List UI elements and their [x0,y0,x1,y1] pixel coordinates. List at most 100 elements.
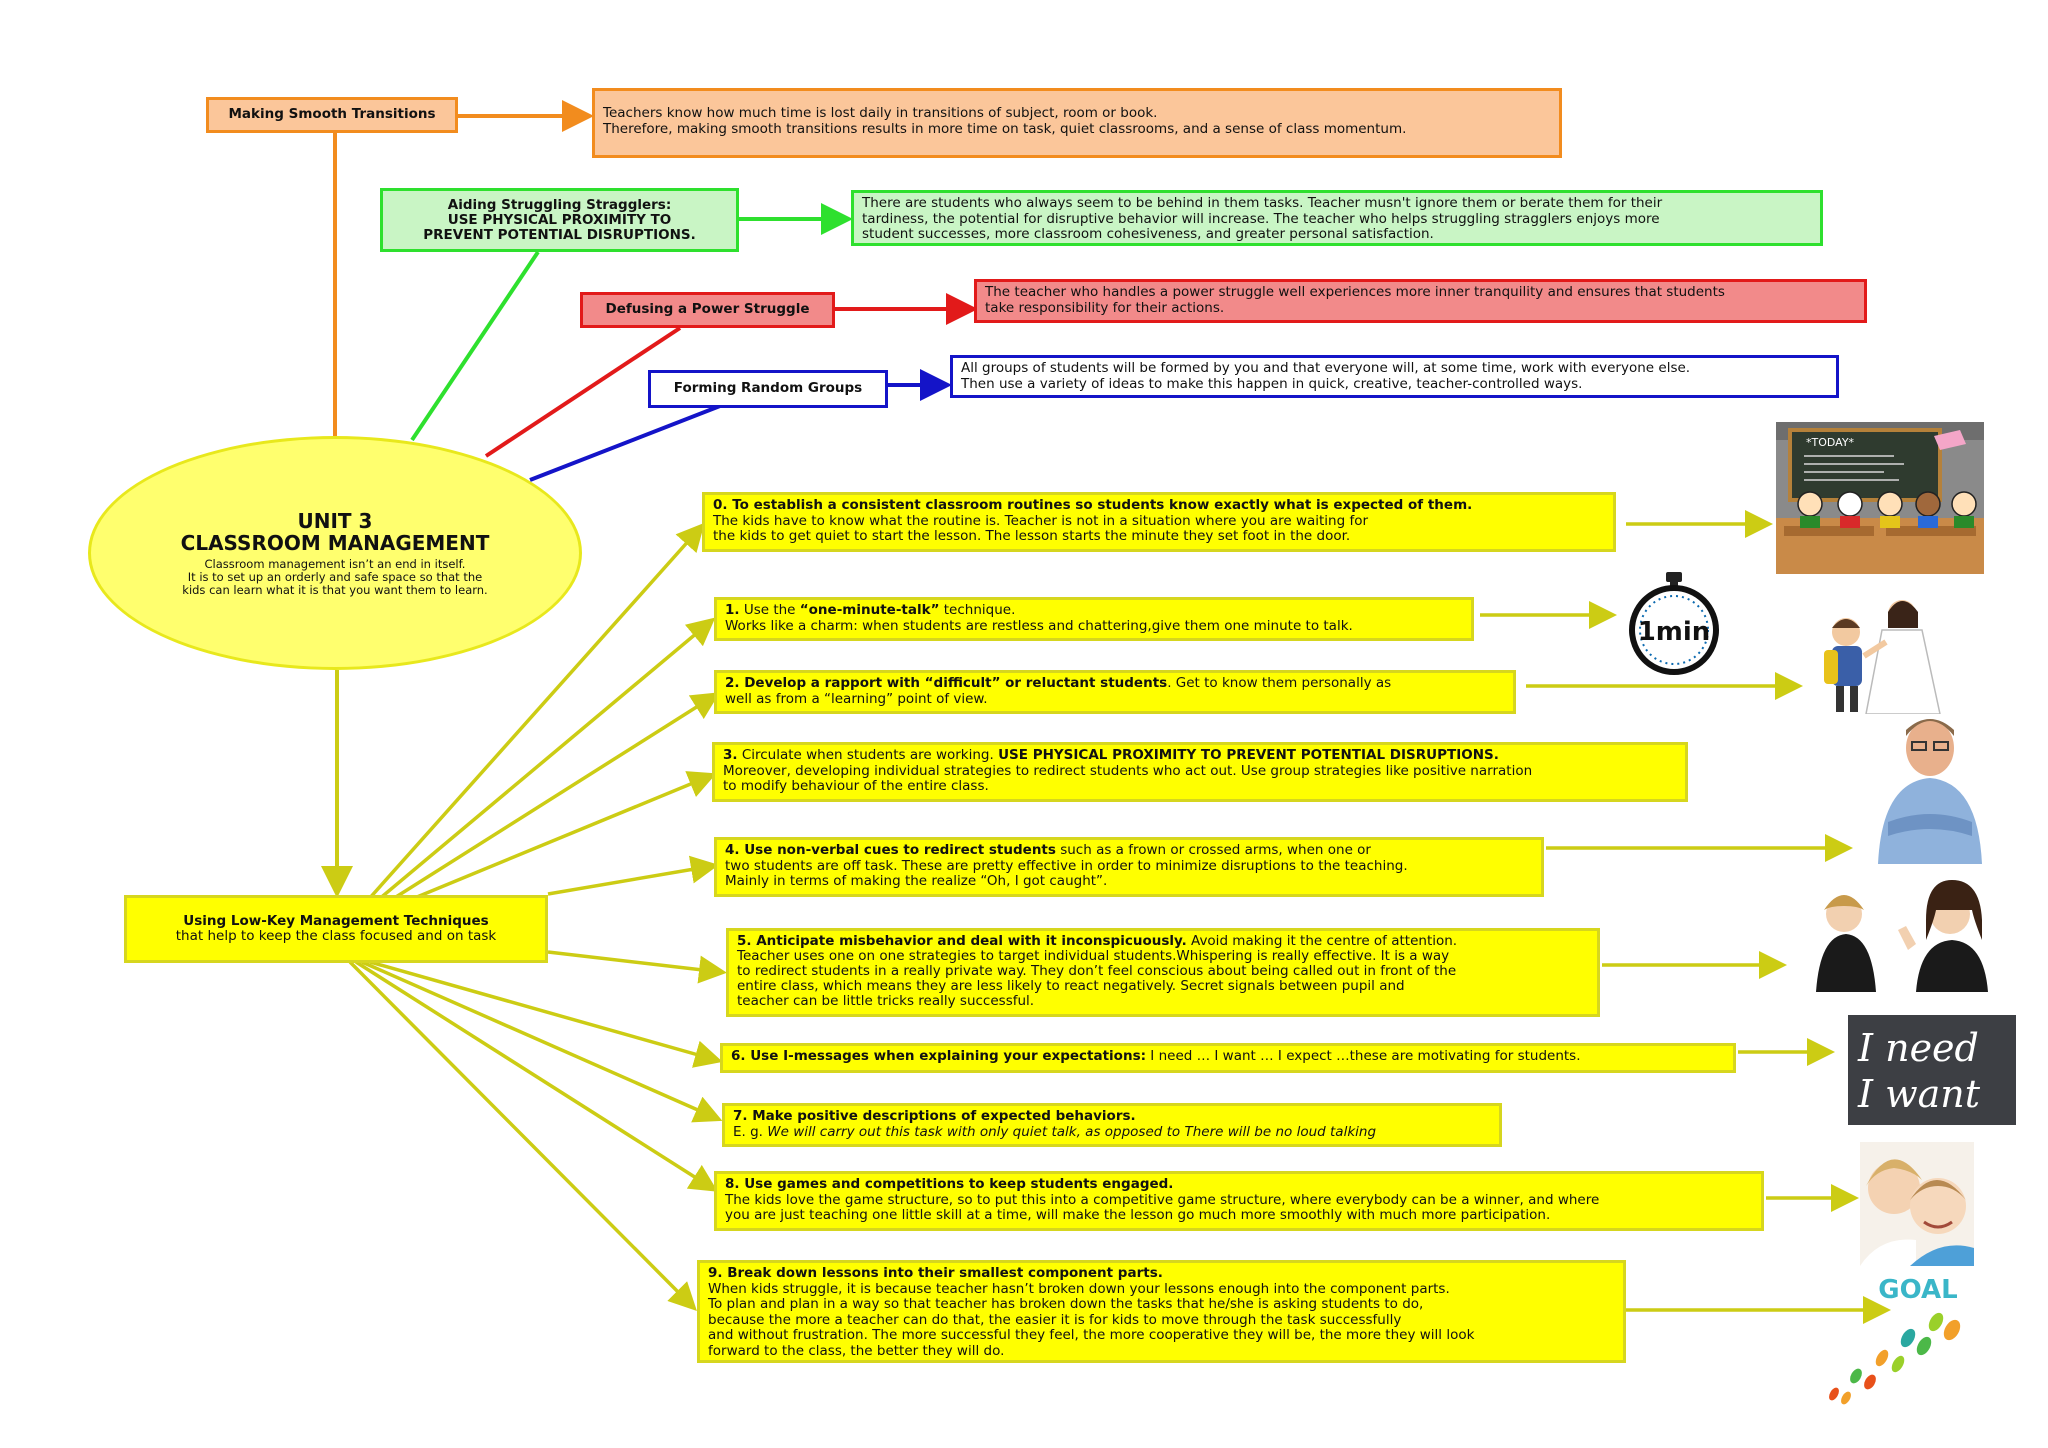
technique-5: 5. Anticipate misbehavior and deal with … [726,928,1600,1017]
technique-4-line1: 4. Use non-verbal cues to redirect stude… [725,842,1533,859]
fan-line-3 [399,771,717,906]
technique-1-number: 1. [725,602,740,618]
desc-stragglers: There are students who always seem to be… [851,190,1823,246]
technique-1-title: “one-minute-talk” [799,602,940,618]
technique-8-line3: you are just teaching one little skill a… [725,1207,1551,1223]
technique-9-line6: forward to the class, the better they wi… [708,1342,1005,1359]
technique-9: 9. Break down lessons into their smalles… [697,1260,1626,1363]
line-center-groups [529,404,721,482]
desc-transitions: Teachers know how much time is lost dail… [592,88,1562,158]
desc-stragglers-line2: tardiness, the potential for disruptive … [862,210,1660,227]
desc-stragglers-line1: There are students who always seem to be… [862,195,1663,211]
technique-0-line2: The kids have to know what the routine i… [713,512,1369,529]
technique-3-number: 3. [723,747,738,763]
technique-0-line3: the kids to get quiet to start the lesso… [713,528,1351,544]
desc-power: The teacher who handles a power struggle… [974,279,1867,323]
technique-4-line2: two students are off task. These are pre… [725,857,1408,874]
sign-line1: I need [1858,1026,1979,1070]
technique-7-title: 7. Make positive descriptions of expecte… [733,1108,1136,1124]
technique-7-line2: E. g. We will carry out this task with o… [733,1123,1491,1141]
technique-1-line2: Works like a charm: when students are re… [725,617,1353,634]
technique-9-title: 9. Break down lessons into their smalles… [708,1265,1163,1281]
center-desc-line1: Classroom management isn’t an end in its… [204,556,466,571]
technique-3-line2: Moreover, developing individual strategi… [723,762,1533,779]
technique-5-line1: 5. Anticipate misbehavior and deal with … [737,934,1589,949]
technique-7-eg: E. g. [733,1123,768,1140]
desc-groups-line2: Then use a variety of ideas to make this… [961,375,1583,392]
fan-line-4 [547,855,719,896]
technique-8-title: 8. Use games and competitions to keep st… [725,1176,1174,1192]
technique-1: 1. Use the “one-minute-talk” technique. … [714,597,1474,641]
fan-line-0 [366,522,705,902]
technique-3-line1: 3. Circulate when students are working. … [723,747,1677,764]
fan-line-9 [348,960,697,1311]
branch-lowkey-label-line2: that help to keep the class focused and … [175,928,497,944]
technique-2: 2. Develop a rapport with “difficult” or… [714,670,1516,714]
i-need-i-want-sign: I need I want [1848,1015,2016,1125]
technique-5-post: Avoid making it the centre of attention. [1186,933,1458,949]
desc-groups-line1: All groups of students will be formed by… [961,360,1691,376]
desc-stragglers-line3: student successes, more classroom cohesi… [862,226,1434,242]
technique-9-line4: because the more a teacher can do that, … [708,1311,1402,1328]
technique-4: 4. Use non-verbal cues to redirect stude… [714,837,1544,897]
technique-6: 6. Use I-messages when explaining your e… [720,1043,1736,1073]
technique-4-title: 4. Use non-verbal cues to redirect stude… [725,842,1056,858]
branch-groups: Forming Random Groups [648,370,888,408]
branch-stragglers-label-line1: Aiding Struggling Stragglers: [447,196,672,213]
technique-3-pre: Circulate when students are working. [737,747,999,763]
technique-5-line5: teacher can be little tricks really succ… [737,993,1035,1009]
branch-transitions: Making Smooth Transitions [206,97,458,133]
technique-5-line2: Teacher uses one on one strategies to ta… [737,948,1450,964]
teacher-illustration [1878,719,1982,864]
goal-footsteps-icon: GOAL [1829,1275,1961,1405]
technique-4-line3: Mainly in terms of making the realize “O… [725,873,1108,889]
fan-line-1 [376,617,716,902]
branch-stragglers-label-line3: PREVENT POTENTIAL DISRUPTIONS. [423,226,696,243]
branch-stragglers-label-line2: USE PHYSICAL PROXIMITY TO [447,211,672,228]
desc-transitions-line2: Therefore, making smooth transitions res… [603,120,1407,137]
fan-line-5 [547,950,727,984]
desc-power-line1: The teacher who handles a power struggle… [985,284,1725,300]
technique-1-line1: 1. Use the “one-minute-talk” technique. [725,602,1463,619]
center-title: CLASSROOM MANAGEMENT [180,530,490,555]
technique-3: 3. Circulate when students are working. … [712,742,1688,802]
technique-9-line3: To plan and plan in a way so that teache… [708,1296,1424,1312]
branch-lowkey-label-line1: Using Low-Key Management Techniques [183,912,489,929]
kids-game-illustration [1860,1142,1974,1266]
center-title-unit: UNIT 3 [297,508,373,533]
stopwatch-icon: 1min [1629,572,1719,675]
branch-stragglers: Aiding Struggling Stragglers: USE PHYSIC… [380,188,739,252]
branch-power: Defusing a Power Struggle [580,292,835,328]
stopwatch-text: 1min [1638,617,1711,647]
technique-6-line1: 6. Use I-messages when explaining your e… [731,1048,1725,1065]
whisper-teacher-illustration [1800,880,1996,992]
branch-power-label: Defusing a Power Struggle [605,301,810,318]
technique-5-line4: entire class, which means they are less … [737,978,1405,994]
branch-lowkey: Using Low-Key Management Techniques that… [124,895,548,963]
technique-6-post: I need … I want … I expect …these are mo… [1146,1048,1581,1064]
technique-2-title: 2. Develop a rapport with “difficult” or… [725,675,1168,691]
technique-5-title: 5. Anticipate misbehavior and deal with … [737,933,1187,949]
technique-8-line2: The kids love the game structure, so to … [725,1191,1600,1208]
technique-6-title: 6. Use I-messages when explaining your e… [731,1048,1147,1064]
sign-line2: I want [1858,1072,1981,1116]
technique-3-line3: to modify behaviour of the entire class. [723,778,989,794]
goal-text: GOAL [1878,1275,1957,1305]
rapport-illustration [1824,600,1941,714]
desc-transitions-line1: Teachers know how much time is lost dail… [603,105,1158,121]
technique-8: 8. Use games and competitions to keep st… [714,1171,1764,1231]
branch-transitions-label: Making Smooth Transitions [228,106,436,123]
fan-line-6 [369,960,723,1068]
technique-9-line5: and without frustration. The more succes… [708,1327,1475,1343]
technique-0: 0. To establish a consistent classroom r… [702,492,1616,552]
central-topic: UNIT 3 CLASSROOM MANAGEMENT Classroom ma… [88,436,582,670]
technique-7-example: We will carry out this task with only qu… [767,1123,1377,1140]
technique-4-post: such as a frown or crossed arms, when on… [1055,842,1371,858]
desc-groups: All groups of students will be formed by… [950,355,1839,398]
technique-5-line3: to redirect students in a really private… [737,963,1457,979]
center-desc-line3: kids can learn what it is that you want … [182,582,488,597]
classroom-illustration: *TODAY* [1776,422,1984,574]
technique-7: 7. Make positive descriptions of expecte… [722,1103,1502,1147]
technique-1-post: technique. [939,602,1016,618]
